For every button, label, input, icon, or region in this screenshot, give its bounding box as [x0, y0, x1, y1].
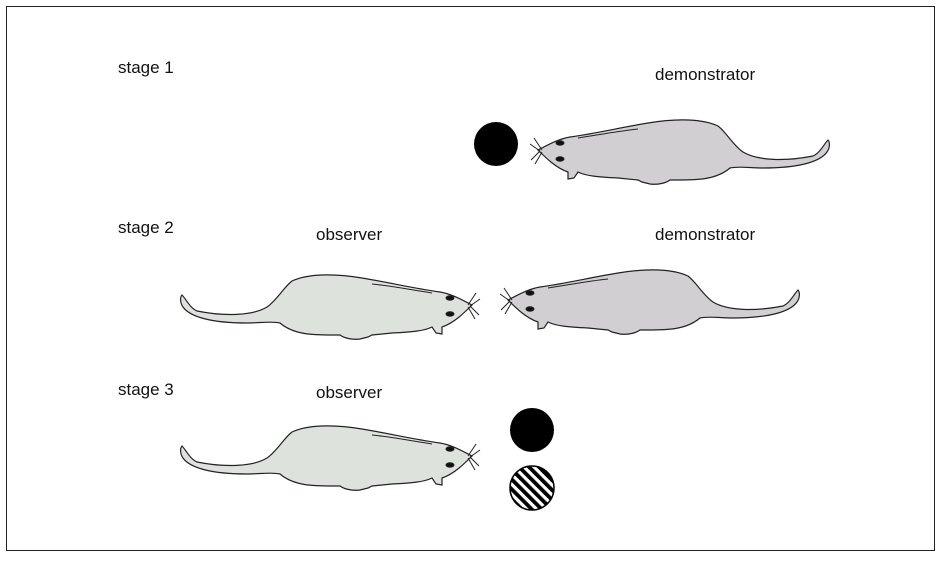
- demonstrator-rat-stage-1: [529, 119, 830, 185]
- stage-3-label: stage 3: [118, 380, 174, 399]
- observer-label-stage-2: observer: [316, 225, 383, 244]
- observer-rat-stage-2: [180, 274, 481, 340]
- diagram-frame: [6, 6, 935, 551]
- food-solid-stage-1: [474, 122, 518, 166]
- food-striped-stage-3: [509, 465, 555, 511]
- demonstrator-label-stage-1: demonstrator: [655, 65, 756, 84]
- demonstrator-label-stage-2: demonstrator: [655, 225, 756, 244]
- stage-1-label: stage 1: [118, 58, 174, 77]
- observer-label-stage-3: observer: [316, 383, 383, 402]
- food-solid-stage-3: [510, 408, 554, 452]
- stage-2-label: stage 2: [118, 218, 174, 237]
- demonstrator-rat-stage-2: [499, 269, 800, 335]
- observer-rat-stage-3: [180, 425, 481, 491]
